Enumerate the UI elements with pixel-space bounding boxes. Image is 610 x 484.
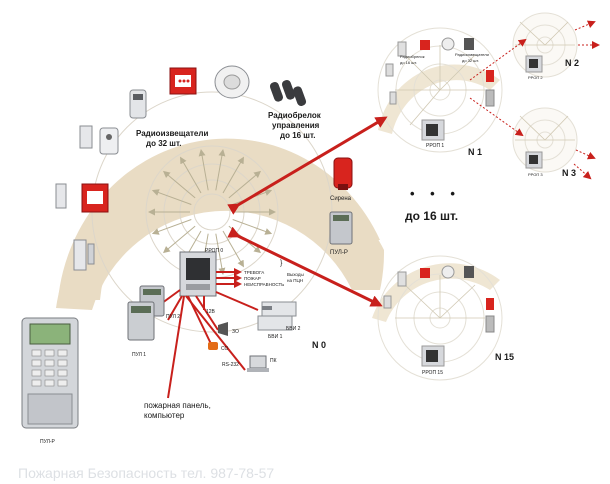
pk-label: ПК: [270, 358, 277, 364]
watermark: Пожарная Безопасность тел. 987-78-57: [18, 465, 274, 481]
mini-label: до 16 шт.: [400, 60, 417, 65]
mini-label: Радиобрелок: [400, 54, 425, 59]
detectors-label: Радиоизвещатели: [136, 129, 208, 138]
n0-label: N 0: [312, 340, 326, 350]
rrop2-label: РРОП 2: [528, 75, 543, 80]
n2-label: N 2: [565, 58, 579, 68]
subsystem-n15: РРОП 15 N 15: [372, 255, 514, 381]
link-n0-n15: [227, 226, 383, 307]
ellipsis: • • •: [410, 186, 461, 201]
siren-label: Сирена: [330, 196, 352, 202]
rrop1-label: РРОП 1: [426, 143, 444, 149]
pulr-large-keypad-icon: [21, 317, 79, 429]
n3-label: N 3: [562, 168, 576, 178]
co-label: СО: [221, 346, 229, 352]
mini-keyfob-icon: [464, 38, 474, 50]
rrop15-label: РРОП 15: [422, 370, 443, 376]
mini-pir-icon: [397, 41, 407, 57]
pir-detector-wall-icon: [79, 125, 119, 155]
output-alarm: ТРЕВОГА: [244, 270, 264, 275]
outputs-note: Выходы: [287, 272, 304, 277]
keypad-icon: [329, 211, 353, 245]
radio-spoke: [215, 148, 226, 191]
pul1-label: ПУЛ 1: [132, 352, 146, 358]
count-label: до 16 шт.: [405, 209, 458, 223]
pir-detector-icon: [129, 89, 147, 119]
n1-label: N 1: [468, 147, 482, 157]
rrop-center-label: РРОП 0: [205, 248, 223, 254]
pulr-main-label: ПУЛ-Р: [330, 250, 348, 256]
strobe-co-icon: [208, 342, 218, 350]
pulr-left-label: ПУЛ-Р: [40, 439, 56, 445]
link-n1-n2: [469, 38, 527, 81]
door-sensor-icon: [73, 239, 95, 271]
siren-icon: [333, 157, 353, 190]
mini-call-point-icon: [420, 40, 430, 50]
mini-label: Радиоизвещатели: [455, 52, 489, 57]
output-brace: }: [280, 260, 283, 267]
subsystem-n1: Радиоизвещатели до 32 шт. Радиобрелок до…: [377, 27, 503, 157]
panel-pc-label-2: компьютер: [144, 411, 185, 420]
subsystem-n3: РРОП 3 N 3: [512, 107, 596, 180]
radio-panel-icon: [179, 251, 217, 297]
mini-smoke-icon: [441, 37, 455, 51]
radio-spoke: [162, 225, 196, 254]
mini-pir3-icon: [389, 91, 397, 105]
radio-spoke: [215, 233, 226, 276]
radio-spoke: [151, 219, 192, 235]
rrop3-label: РРОП 3: [528, 172, 543, 177]
panel-pc-label: пожарная панель,: [144, 401, 211, 410]
radio-spoke: [179, 156, 202, 194]
pul1-keypad-icon: [127, 301, 155, 341]
output-fault: НЕИСПРАВНОСТЬ: [244, 282, 284, 287]
manual-call-point-icon: [169, 67, 197, 95]
smoke-detector-icon: [214, 65, 250, 99]
pul2-label: ПУЛ 2: [166, 314, 180, 320]
keyfob-label: Радиобрелок: [268, 111, 322, 120]
detectors-count: до 32 шт.: [146, 139, 181, 148]
computer-icon: [247, 355, 269, 372]
rs232-label: RS-232: [222, 362, 239, 368]
v12-label: 12В: [206, 309, 216, 315]
bvi1-label: БВИ 1: [268, 334, 283, 340]
keyfob-count: до 16 шт.: [280, 131, 315, 140]
radio-spoke: [162, 170, 196, 199]
mini-siren-icon: [486, 70, 494, 82]
radio-spoke: [151, 189, 192, 205]
siren-zo-icon: [218, 322, 228, 336]
keyfob-label-2: управления: [272, 121, 320, 130]
subsystem-n2: РРОП 2 N 2: [512, 12, 600, 80]
radio-spoke: [232, 219, 273, 235]
n15-label: N 15: [495, 352, 514, 362]
link-n1-n3: [469, 97, 524, 137]
output-arrows: [216, 268, 242, 288]
link-n0-n1: [227, 116, 388, 215]
mini-label: до 32 шт.: [462, 58, 479, 63]
bvi2-label: БВИ 2: [286, 326, 301, 332]
outputs-note-2: на ПЦН: [287, 278, 303, 283]
zo-label: ЗО: [232, 329, 239, 335]
keyfob-icon: [269, 80, 307, 106]
mini-keypad-icon: [485, 89, 495, 107]
wiring: [157, 289, 259, 399]
mini-pir2-icon: [385, 63, 394, 77]
output-fire: ПОЖАР: [244, 276, 261, 281]
radio-spoke: [198, 148, 209, 191]
call-point-left-icon: [55, 183, 109, 213]
bvi-modules-icon: [257, 301, 297, 331]
